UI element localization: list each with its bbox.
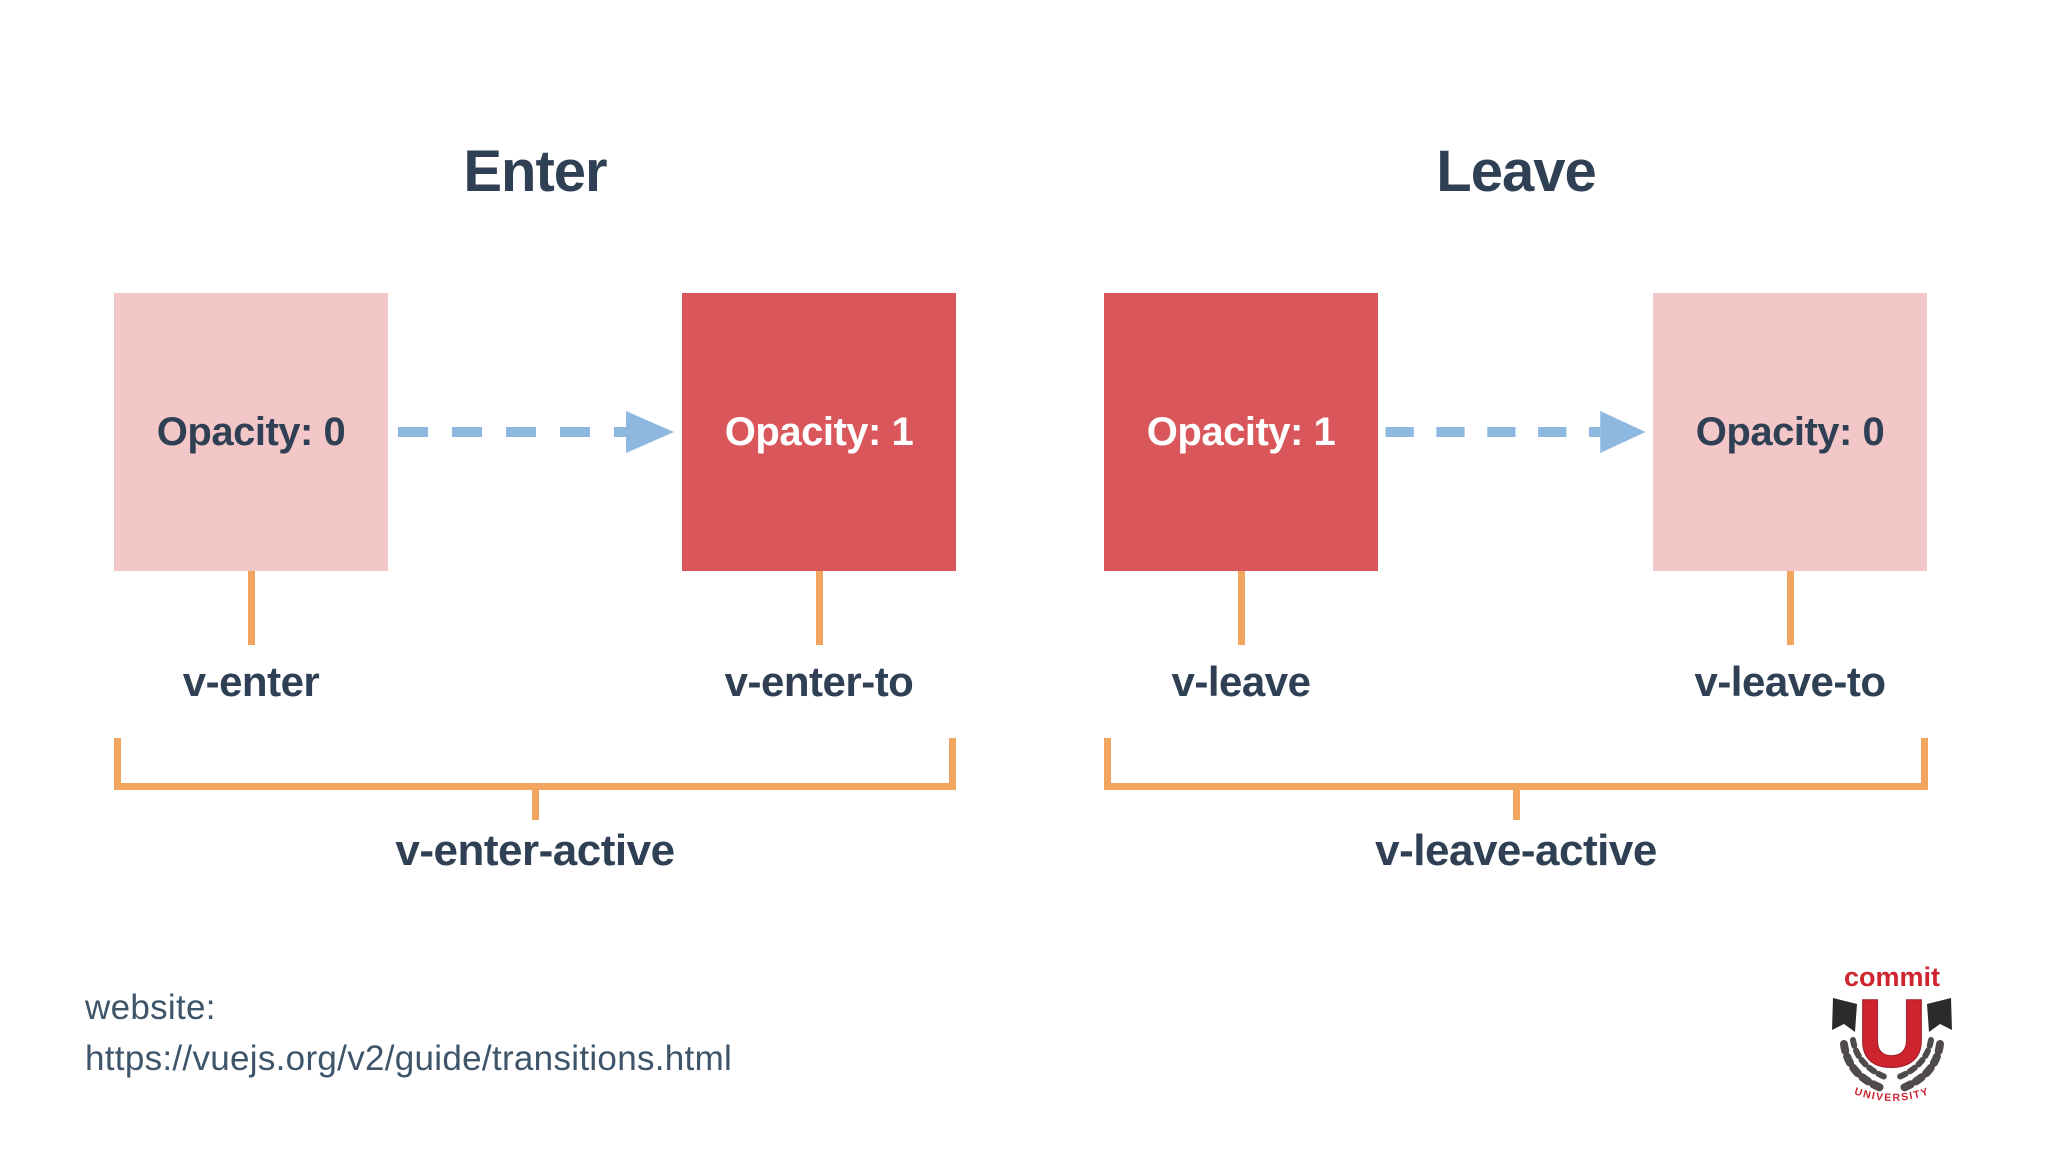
connector-stem: [816, 571, 823, 645]
connector-stem: [1238, 571, 1245, 645]
website-url: https://vuejs.org/v2/guide/transitions.h…: [85, 1039, 733, 1078]
leave-transition-panel: Leave Opacity: 1 Opacity: 0 v-leave v-le…: [1104, 120, 1928, 920]
connector-stem: [248, 571, 255, 645]
enter-transition-panel: Enter Opacity: 0 Opacity: 1 v-enter v-en…: [114, 120, 956, 920]
class-label-v-leave: v-leave: [1171, 658, 1311, 705]
opacity-value-label: Opacity: 1: [724, 409, 914, 454]
state-box-enter-to: Opacity: 1: [682, 293, 956, 571]
state-box-leave-from: Opacity: 1: [1104, 293, 1378, 571]
class-label-v-leave-active: v-leave-active: [1375, 826, 1657, 875]
active-range-bracket: [1104, 738, 1928, 790]
opacity-value-label: Opacity: 0: [1695, 409, 1885, 454]
footer-website: website: https://vuejs.org/v2/guide/tran…: [85, 982, 732, 1084]
ribbon-icon-right: [1927, 998, 1952, 1032]
laurel-wreath-icon-right: [1896, 1037, 1944, 1093]
state-box-leave-to: Opacity: 0: [1653, 293, 1927, 571]
state-box-enter-from: Opacity: 0: [114, 293, 388, 571]
commit-university-logo: commit U UNIVERSITY: [1832, 962, 1952, 1104]
class-label-v-enter: v-enter: [182, 658, 320, 705]
class-label-v-leave-to: v-leave-to: [1694, 658, 1886, 705]
bracket-stem: [1513, 790, 1520, 820]
ribbon-icon-left: [1832, 998, 1857, 1032]
connector-stem: [1787, 571, 1794, 645]
class-label-v-enter-to: v-enter-to: [724, 658, 914, 705]
panel-title-leave: Leave: [1436, 139, 1596, 204]
logo-commit-text: commit: [1844, 962, 1940, 992]
logo-u-letter: U: [1857, 980, 1926, 1087]
class-label-v-enter-active: v-enter-active: [395, 826, 675, 875]
dashed-arrow-icon: [398, 411, 674, 453]
bracket-stem: [532, 790, 539, 820]
opacity-value-label: Opacity: 0: [156, 409, 346, 454]
dashed-arrow-icon: [1385, 411, 1646, 453]
laurel-wreath-icon-left: [1840, 1037, 1888, 1093]
opacity-value-label: Opacity: 1: [1146, 409, 1336, 454]
active-range-bracket: [114, 738, 956, 790]
panel-title-enter: Enter: [463, 139, 607, 204]
logo-university-text: UNIVERSITY: [1853, 1085, 1931, 1104]
website-label: website:: [85, 988, 216, 1027]
